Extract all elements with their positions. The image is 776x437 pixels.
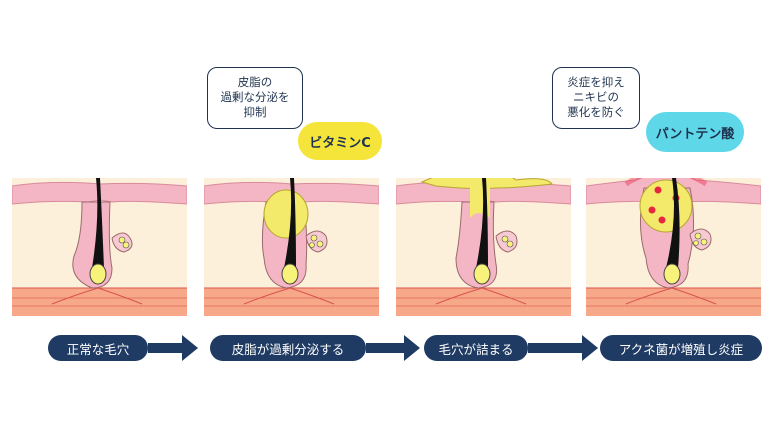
arrow-right-icon — [404, 335, 420, 361]
panel-excess-sebum — [204, 178, 379, 316]
arrow-right-icon — [582, 335, 598, 361]
arrow-shaft — [148, 343, 182, 353]
callout-line: 炎症を抑え — [567, 75, 625, 89]
arrow-shaft — [528, 343, 582, 353]
callout-line: 悪化を防ぐ — [567, 105, 625, 119]
panel-clogged-pore — [396, 178, 571, 316]
stage-label-excess-sebum: 皮脂が過剰分泌する — [210, 335, 366, 361]
panel-normal-pore — [12, 178, 187, 316]
callout-vitamin-c: 皮脂の 過剰な分泌を 抑制 — [207, 67, 303, 129]
arrow-shaft — [366, 343, 404, 353]
callout-pantothenic-acid: 炎症を抑え ニキビの 悪化を防ぐ — [552, 67, 640, 129]
callout-line: 抑制 — [243, 105, 267, 119]
panel-acne-inflammation — [586, 178, 761, 316]
badge-vitamin-c: ビタミンC — [298, 122, 382, 160]
stage-label-inflammation: アクネ菌が増殖し炎症 — [600, 335, 762, 361]
callout-line: 皮脂の — [237, 75, 273, 89]
stage-label-clogged: 毛穴が詰まる — [424, 335, 528, 361]
callout-line: ニキビの — [573, 90, 619, 104]
stage-label-normal: 正常な毛穴 — [48, 335, 148, 361]
callout-line: 過剰な分泌を — [220, 90, 290, 104]
badge-pantothenic-acid: パントテン酸 — [646, 112, 744, 152]
arrow-right-icon — [182, 335, 198, 361]
